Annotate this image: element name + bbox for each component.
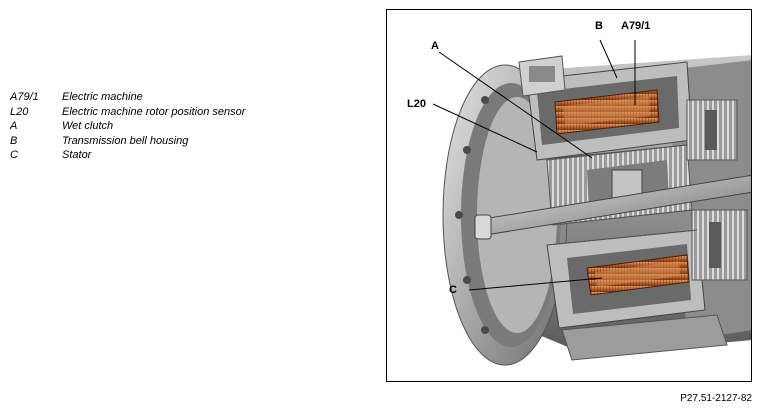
callout-c: C — [449, 284, 457, 296]
legend-item: L20 Electric machine rotor position senso… — [10, 105, 245, 120]
callout-leader-lines — [432, 39, 636, 291]
legend-item: A79/1 Electric machine — [10, 90, 245, 105]
callout-a: A — [431, 40, 439, 52]
legend-list: A79/1 Electric machine L20 Electric machin… — [10, 90, 245, 163]
transmission-illustration — [387, 10, 751, 381]
legend-description: Electric machine — [62, 91, 143, 103]
legend-description: Electric machine rotor position sensor — [62, 105, 246, 118]
legend-item: B Transmission bell housing — [10, 134, 245, 149]
callout-a79-1: A79/1 — [621, 20, 651, 32]
legend-description: Transmission bell housing — [62, 134, 189, 147]
legend-code: B — [10, 134, 18, 147]
legend-description: Stator — [62, 149, 92, 161]
legend-code: C — [10, 149, 18, 161]
legend-code: L20 — [10, 105, 29, 118]
legend-item: A Wet clutch — [10, 119, 245, 134]
callout-l20: L20 — [407, 98, 426, 110]
callout-b: B — [595, 20, 603, 32]
legend-code: A79/1 — [10, 91, 39, 103]
figure-reference-number: P27.51-2127-82 — [680, 393, 752, 404]
legend-description: Wet clutch — [62, 120, 114, 132]
legend-code: A — [10, 120, 18, 132]
transmission-cutaway-figure: A B A79/1 L20 C — [386, 9, 752, 382]
legend-item: C Stator — [10, 148, 245, 163]
